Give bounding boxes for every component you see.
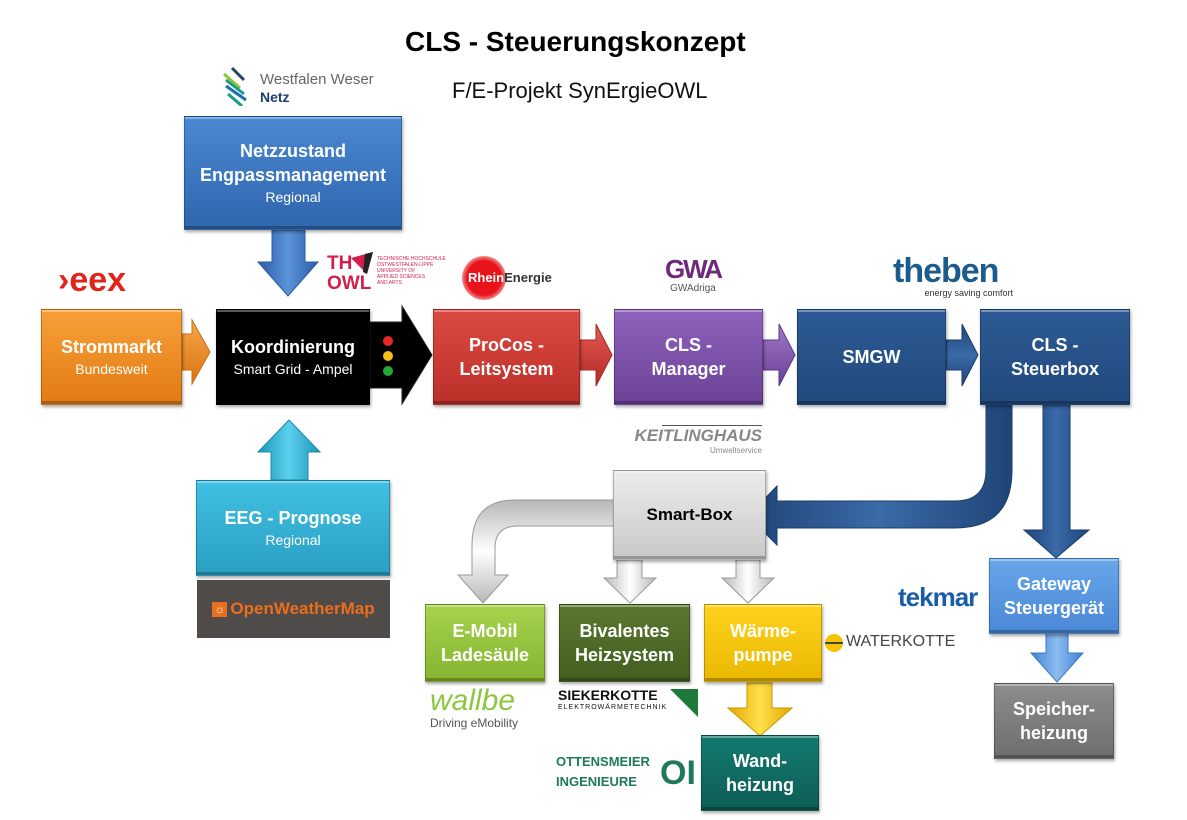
box-cls-manager: CLS - Manager: [614, 309, 763, 405]
logo-wallbe: wallbe Driving eMobility: [430, 684, 519, 731]
arrow-smgw-to-steuerbox: [945, 323, 979, 387]
box-emobil: E-Mobil Ladesäule: [425, 604, 545, 682]
arrow-waermepumpe-to-wandheizung: [726, 682, 794, 737]
logo-ottensmeier: OTTENSMEIER INGENIEURE OI: [556, 754, 696, 792]
box-koordinierung: Koordinierung Smart Grid - Ampel: [216, 309, 370, 405]
logo-openweathermap: ☼ OpenWeatherMap: [197, 580, 390, 638]
traffic-light-red: [383, 336, 393, 346]
arrow-manager-to-smgw: [762, 323, 796, 387]
page-subtitle: F/E-Projekt SynErgieOWL: [452, 78, 708, 103]
sun-icon: ☼: [212, 601, 228, 617]
box-speicherheizung: Speicher- heizung: [994, 683, 1114, 759]
box-smart-box: Smart-Box: [613, 470, 766, 560]
traffic-light-green: [383, 366, 393, 376]
traffic-light-yellow: [383, 351, 393, 361]
box-bivalent: Bivalentes Heizsystem: [559, 604, 690, 682]
logo-gwadriga: GWA GWAdriga: [664, 254, 723, 294]
logo-tekmar: tekmar: [898, 582, 978, 612]
box-gateway: Gateway Steuergerät: [989, 558, 1119, 634]
th-owl-icon: [351, 252, 373, 274]
arrow-smartbox-to-emobil: [456, 499, 617, 604]
box-strommarkt: Strommarkt Bundesweit: [41, 309, 182, 405]
arrow-koordinierung-to-procos: [369, 304, 433, 406]
arrow-smartbox-to-bivalent: [602, 559, 658, 604]
arrow-steuerbox-to-gateway: [1022, 404, 1091, 559]
arrow-steuerbox-to-smartbox: [747, 404, 1013, 547]
box-smgw: SMGW: [797, 309, 946, 405]
traffic-light: [383, 336, 393, 376]
siekerkotte-icon: [670, 689, 698, 717]
box-wandheizung: Wand- heizung: [701, 735, 819, 811]
logo-keitlinghaus: KEITLINGHAUS Umweltservice: [634, 425, 762, 455]
box-procos: ProCos - Leitsystem: [433, 309, 580, 405]
rheinenergie-icon: [462, 256, 506, 300]
arrow-gateway-to-speicher: [1029, 632, 1085, 683]
arrow-procos-to-manager: [579, 323, 613, 387]
box-netzzustand: Netzzustand Engpassmanagement Regional: [184, 116, 402, 230]
arrow-eeg-to-koordinierung: [256, 419, 322, 481]
box-waermepumpe: Wärme- pumpe: [704, 604, 822, 682]
arrow-strommarkt-to-koordinierung: [181, 318, 211, 386]
arrow-smartbox-to-waermepumpe: [720, 559, 776, 604]
logo-eex: ›eex: [58, 261, 127, 299]
logo-theben: theben energy saving comfort: [893, 252, 1013, 298]
logo-siekerkotte: SIEKERKOTTE ELEKTROWÄRMETECHNIK: [558, 687, 698, 717]
box-eeg-prognose: EEG - Prognose Regional: [196, 480, 390, 576]
westfalen-weser-icon: [223, 66, 247, 106]
waterkotte-icon: [825, 634, 843, 652]
arrow-netzzustand-to-koordinierung: [256, 229, 320, 297]
box-cls-steuerbox: CLS - Steuerbox: [980, 309, 1130, 405]
